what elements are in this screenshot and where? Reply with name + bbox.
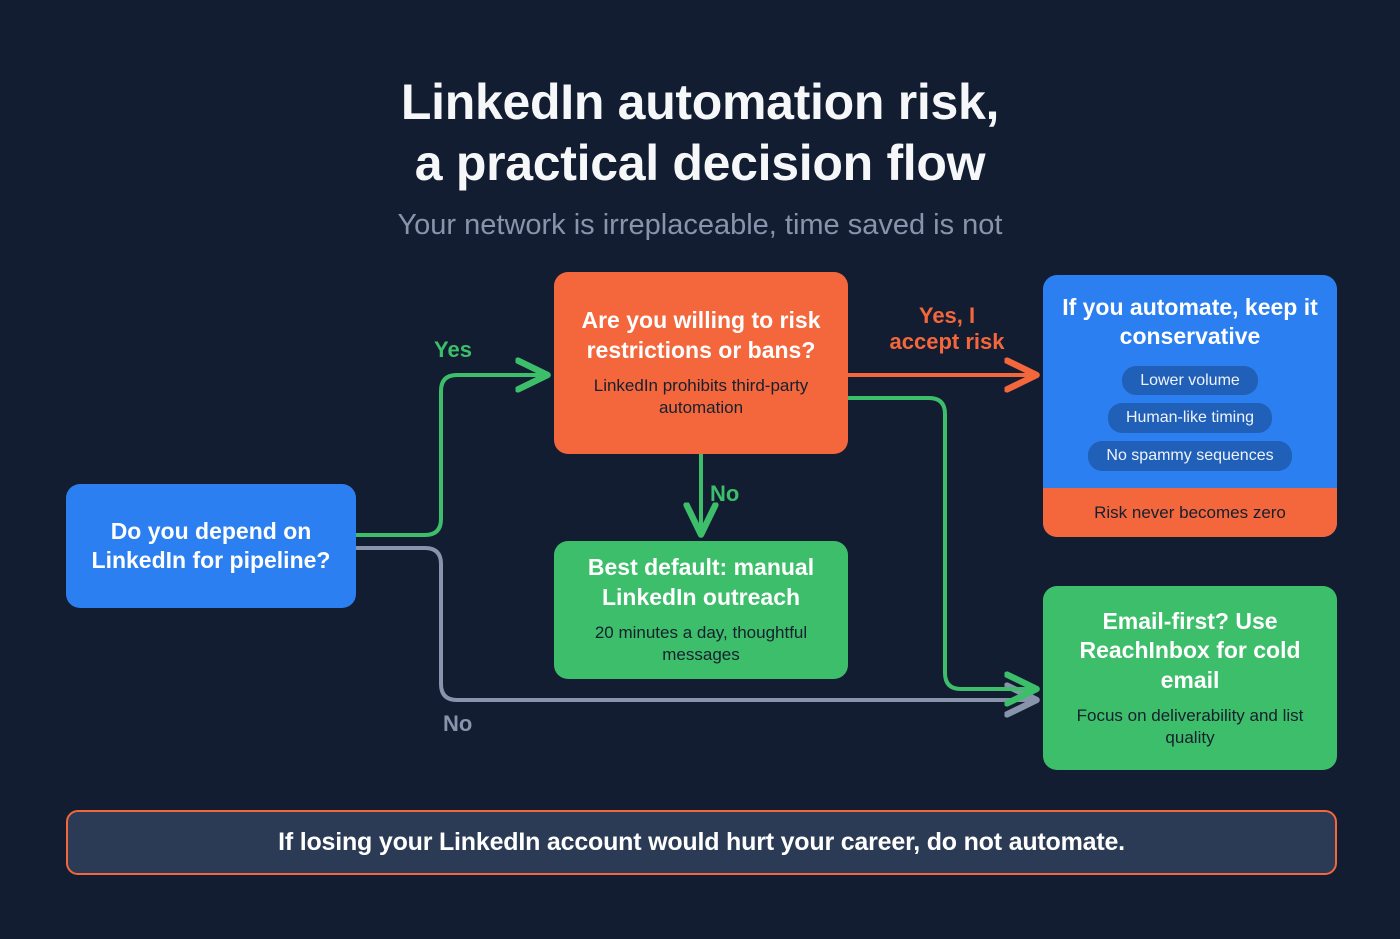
- conservative-pill-list: Lower volume Human-like timing No spammy…: [1057, 365, 1323, 471]
- edge-label-no-risk: No: [710, 481, 740, 506]
- edge-label-accept-risk: Yes, I accept risk: [889, 303, 1005, 354]
- edge-risk-to-email: [846, 396, 1035, 689]
- node-email-first[interactable]: Email-first? Use ReachInbox for cold ema…: [1043, 586, 1337, 770]
- footer-banner: If losing your LinkedIn account would hu…: [66, 810, 1337, 875]
- node-email-title: Email-first? Use ReachInbox for cold ema…: [1079, 607, 1301, 693]
- title-line-1: LinkedIn automation risk,: [400, 74, 1000, 130]
- node-manual-title: Best default: manual LinkedIn outreach: [587, 554, 815, 610]
- conservative-footer-warning: Risk never becomes zero: [1043, 488, 1337, 537]
- edge-start-to-risk: [354, 375, 546, 537]
- page-subtitle: Your network is irreplaceable, time save…: [397, 209, 1003, 241]
- node-manual-subtitle: 20 minutes a day, thoughtful messages: [594, 623, 808, 665]
- node-risk-subtitle: LinkedIn prohibits third-party automatio…: [593, 376, 809, 418]
- edge-label-yes: Yes: [434, 337, 472, 362]
- pill-lower-volume: Lower volume: [1122, 365, 1258, 396]
- edge-label-no-pipeline: No: [443, 711, 473, 736]
- node-conservative-body: If you automate, keep it conservative Lo…: [1043, 275, 1337, 488]
- pill-no-spammy-sequences: No spammy sequences: [1088, 441, 1292, 471]
- node-start-question[interactable]: Do you depend on LinkedIn for pipeline?: [66, 484, 356, 608]
- footer-banner-text: If losing your LinkedIn account would hu…: [278, 828, 1125, 856]
- node-manual-outreach[interactable]: Best default: manual LinkedIn outreach 2…: [554, 541, 848, 679]
- node-risk-question[interactable]: Are you willing to risk restrictions or …: [554, 272, 848, 454]
- title-line-2: a practical decision flow: [414, 135, 986, 191]
- node-conservative-title: If you automate, keep it conservative: [1062, 294, 1318, 350]
- header: LinkedIn automation risk, a practical de…: [0, 72, 1400, 243]
- node-conservative[interactable]: If you automate, keep it conservative Lo…: [1043, 275, 1337, 537]
- pill-human-like-timing: Human-like timing: [1107, 403, 1273, 434]
- node-email-subtitle: Focus on deliverability and list quality: [1076, 706, 1304, 748]
- node-risk-title: Are you willing to risk restrictions or …: [581, 307, 821, 363]
- page-title: LinkedIn automation risk, a practical de…: [0, 72, 1400, 194]
- node-start-title: Do you depend on LinkedIn for pipeline?: [91, 517, 331, 573]
